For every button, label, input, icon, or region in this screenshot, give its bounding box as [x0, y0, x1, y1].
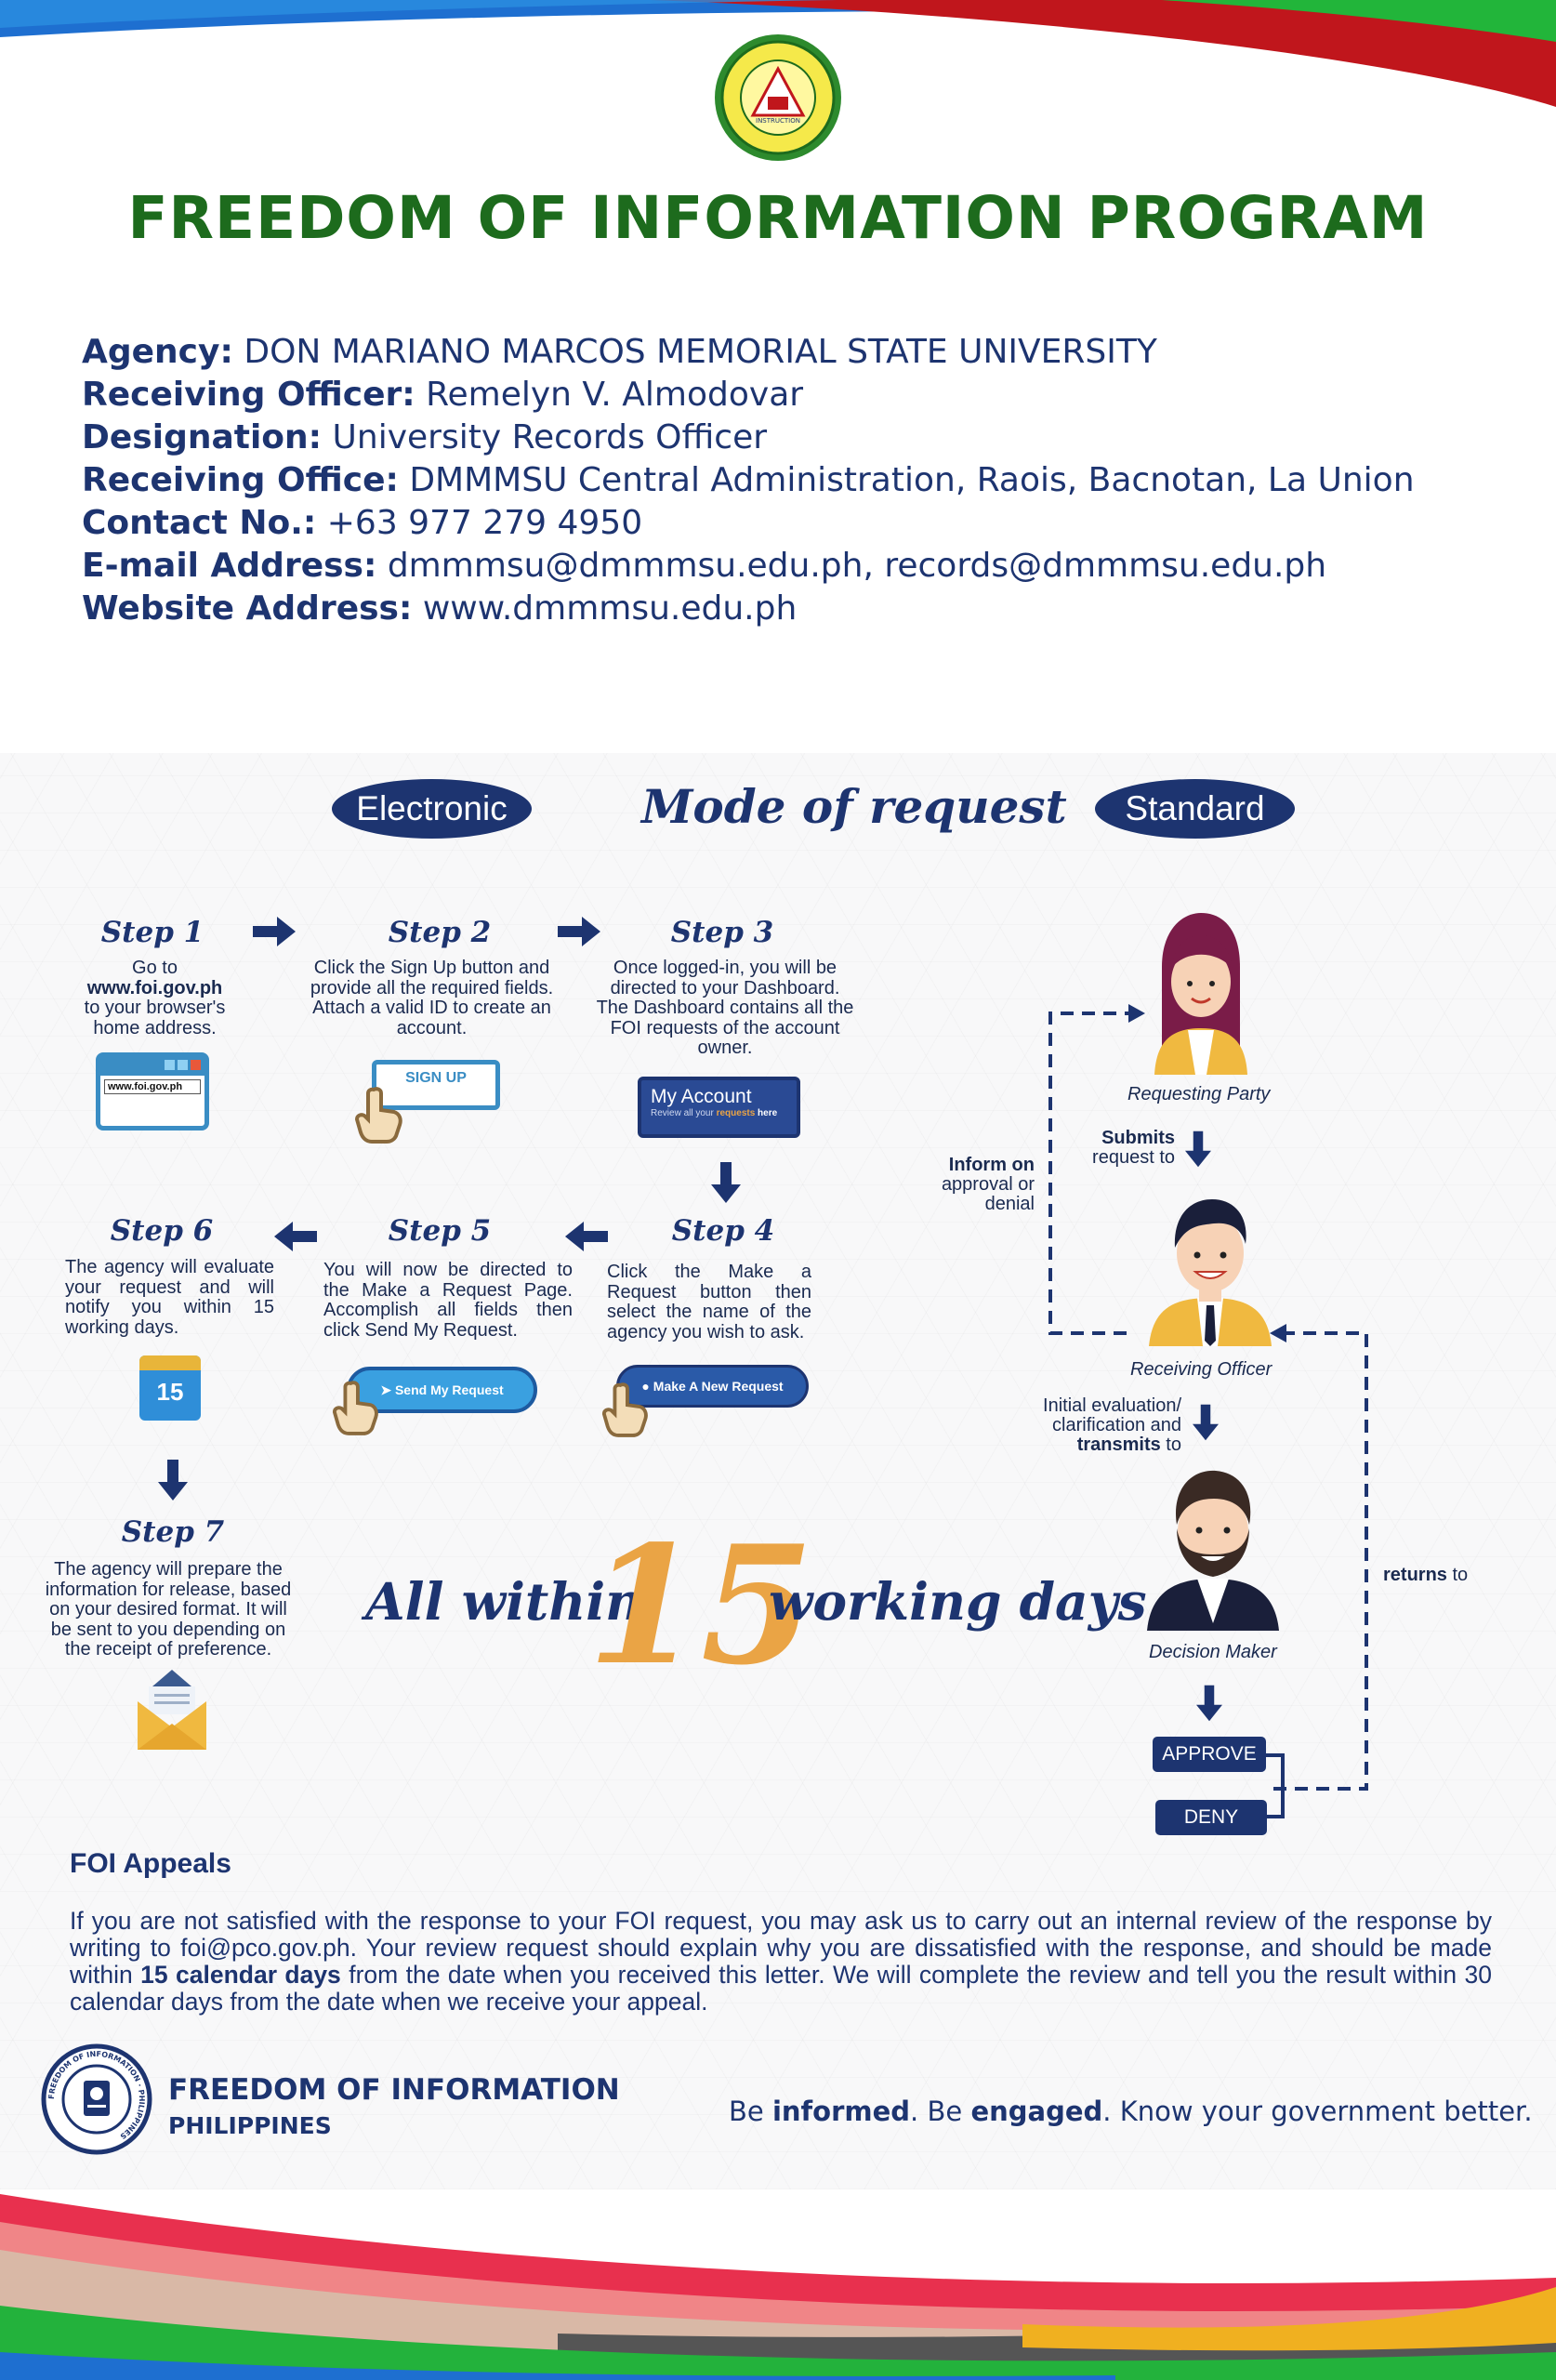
designation-line: Designation: University Records Officer: [82, 418, 767, 456]
seal-inner-text: INSTRUCTION: [756, 117, 800, 125]
step1-line3: to your browser's: [84, 998, 226, 1018]
step3-desc: Once logged-in, you will be directed to …: [596, 958, 854, 1058]
email-line: E-mail Address: dmmmsu@dmmmsu.edu.ph, re…: [82, 547, 1326, 585]
sign-up-label: SIGN UP: [405, 1070, 467, 1086]
agency-label: Agency:: [82, 333, 233, 371]
maximize-icon: [178, 1060, 188, 1070]
contact-line: Contact No.: +63 977 279 4950: [82, 504, 642, 542]
deny-box: DENY: [1155, 1800, 1267, 1835]
step6-title: Step 6: [110, 1214, 214, 1248]
agency-line: Agency: DON MARIANO MARCOS MEMORIAL STAT…: [82, 333, 1157, 371]
office-label: Receiving Office:: [82, 461, 399, 499]
returns-label: returns to: [1383, 1565, 1469, 1585]
step5-desc: You will now be directed to the Make a R…: [323, 1260, 573, 1341]
step1-line1: Go to: [132, 958, 178, 978]
make-request-button-illustration: ● Make A New Request: [616, 1365, 809, 1408]
foi-name: FREEDOM OF INFORMATION: [168, 2073, 620, 2107]
contact-label: Contact No.:: [82, 504, 317, 542]
all-within-text: All within: [365, 1571, 643, 1632]
step1-line4: home address.: [93, 1017, 217, 1038]
foi-philippines-logo: FREEDOM OF INFORMATION · PHILIPPINES: [41, 2043, 152, 2155]
decision-maker-label: Decision Maker: [1149, 1642, 1277, 1662]
approve-box: APPROVE: [1153, 1737, 1266, 1772]
foi-country: PHILIPPINES: [168, 2112, 332, 2139]
officer-value: Remelyn V. Almodovar: [426, 376, 804, 414]
designation-value: University Records Officer: [332, 418, 768, 456]
top-banner-swoosh: [0, 0, 1556, 107]
minimize-icon: [165, 1060, 175, 1070]
office-value: DMMMSU Central Administration, Raois, Ba…: [409, 461, 1415, 499]
officer-line: Receiving Officer: Remelyn V. Almodovar: [82, 376, 803, 414]
website-line: Website Address: www.dmmmsu.edu.ph: [82, 589, 797, 628]
step1-title: Step 1: [100, 916, 204, 949]
officer-label: Receiving Officer:: [82, 376, 415, 414]
appeals-heading: FOI Appeals: [70, 1848, 231, 1879]
step7-title: Step 7: [121, 1515, 225, 1549]
mode-of-request-title: Mode of request: [641, 779, 1067, 834]
designation-label: Designation:: [82, 418, 323, 456]
agency-value: DON MARIANO MARCOS MEMORIAL STATE UNIVER…: [244, 333, 1157, 371]
close-icon: [191, 1060, 201, 1070]
chat-icon: ●: [641, 1379, 650, 1394]
step7-desc: The agency will prepare the information …: [45, 1559, 292, 1659]
browser-url-bar: www.foi.gov.ph: [104, 1079, 201, 1094]
envelope-icon: [138, 1670, 206, 1750]
hand-pointer-icon: [354, 1087, 402, 1144]
arrow-right-icon: [558, 917, 600, 946]
standard-pill: Standard: [1095, 779, 1295, 839]
appeals-bold-days: 15 calendar days: [140, 1961, 341, 1989]
website-value: www.dmmmsu.edu.ph: [422, 589, 798, 628]
sign-up-button-illustration: SIGN UP: [372, 1060, 500, 1110]
arrow-down-icon: [711, 1162, 741, 1203]
arrow-left-icon: [565, 1222, 608, 1251]
inform-label: Inform on approval or denial: [941, 1155, 1035, 1214]
step4-title: Step 4: [671, 1214, 775, 1248]
arrow-down-icon: [1193, 1404, 1219, 1441]
receiving-officer-avatar: [1149, 1199, 1272, 1346]
step2-desc: Click the Sign Up button and provide all…: [310, 958, 554, 1038]
page-title: FREEDOM OF INFORMATION PROGRAM: [127, 184, 1429, 252]
working-days-text: working days: [769, 1571, 1147, 1632]
decision-maker-avatar: [1147, 1470, 1279, 1631]
send-icon: ➤: [380, 1382, 392, 1397]
send-request-button-illustration: ➤ Send My Request: [347, 1367, 537, 1413]
step5-title: Step 5: [388, 1214, 492, 1248]
appeals-paragraph: If you are not satisfied with the respon…: [70, 1907, 1492, 2016]
requesting-party-avatar: [1154, 913, 1247, 1075]
office-line: Receiving Office: DMMMSU Central Adminis…: [82, 461, 1415, 499]
arrow-down-icon: [158, 1460, 188, 1501]
my-account-subtitle: Review all your requests here: [651, 1108, 778, 1118]
browser-window-icon: www.foi.gov.ph: [96, 1052, 209, 1130]
hand-pointer-icon: [332, 1381, 378, 1435]
step6-desc: The agency will evaluate your request an…: [65, 1257, 274, 1338]
bottom-banner-swoosh: [0, 2194, 1556, 2380]
step2-title: Step 2: [388, 916, 492, 949]
my-account-card-illustration: My Account Review all your requests here: [638, 1077, 800, 1138]
tagline: Be informed. Be engaged. Know your gover…: [729, 2096, 1533, 2127]
calendar-day: 15: [156, 1378, 184, 1406]
website-label: Website Address:: [82, 589, 413, 628]
initial-evaluation-label: Initial evaluation/ clarification and tr…: [1043, 1395, 1181, 1455]
step3-title: Step 3: [670, 916, 774, 949]
email-label: E-mail Address:: [82, 547, 377, 585]
step1-url: www.foi.gov.ph: [86, 977, 223, 998]
university-seal: INSTRUCTION: [715, 34, 841, 161]
arrow-left-icon: [274, 1222, 317, 1251]
step4-desc: Click the Make a Request button then sel…: [607, 1262, 811, 1342]
hand-pointer-icon: [601, 1382, 648, 1437]
contact-value: +63 977 279 4950: [326, 504, 643, 542]
arrow-right-icon: [253, 917, 296, 946]
requesting-party-label: Requesting Party: [1127, 1084, 1271, 1104]
arrow-down-icon: [1185, 1130, 1211, 1168]
receiving-officer-label: Receiving Officer: [1130, 1359, 1272, 1380]
calendar-icon: 15: [139, 1355, 201, 1421]
step1-desc: Go to www.foi.gov.ph to your browser's h…: [59, 958, 250, 1038]
electronic-pill: Electronic: [332, 779, 532, 839]
submits-label: Submits request to: [1092, 1128, 1175, 1168]
arrow-down-icon: [1196, 1685, 1222, 1722]
email-value: dmmmsu@dmmmsu.edu.ph, records@dmmmsu.edu…: [387, 547, 1327, 585]
fifteen-number: 15: [587, 1511, 814, 1701]
my-account-title: My Account: [651, 1086, 752, 1107]
